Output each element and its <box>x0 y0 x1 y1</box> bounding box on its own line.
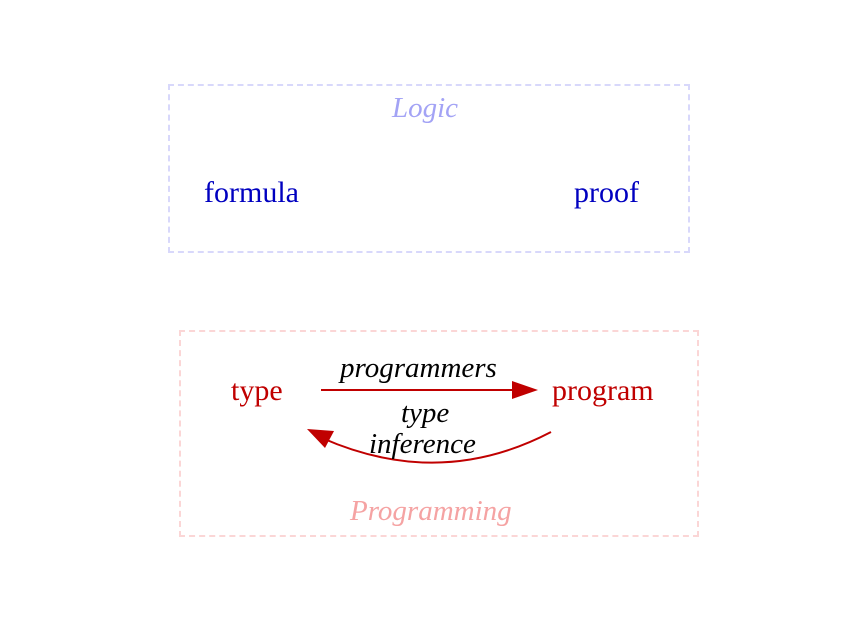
programming-group-title: Programming <box>350 495 512 527</box>
edge-label-programmers: programmers <box>340 352 497 384</box>
logic-group-title: Logic <box>392 92 459 124</box>
node-proof: proof <box>574 176 639 209</box>
arrowhead-type <box>307 429 334 448</box>
edge-label-type-inference-line1: type <box>401 397 450 429</box>
node-formula: formula <box>204 176 299 209</box>
node-type: type <box>231 374 283 407</box>
edge-program-to-type <box>307 429 552 464</box>
programming-group-box <box>179 330 699 537</box>
node-program: program <box>552 374 654 407</box>
edge-type-to-program <box>321 381 538 399</box>
edge-label-type-inference-line2: inference <box>369 428 476 460</box>
logic-group-box <box>168 84 690 253</box>
arrowhead-program <box>512 381 538 399</box>
